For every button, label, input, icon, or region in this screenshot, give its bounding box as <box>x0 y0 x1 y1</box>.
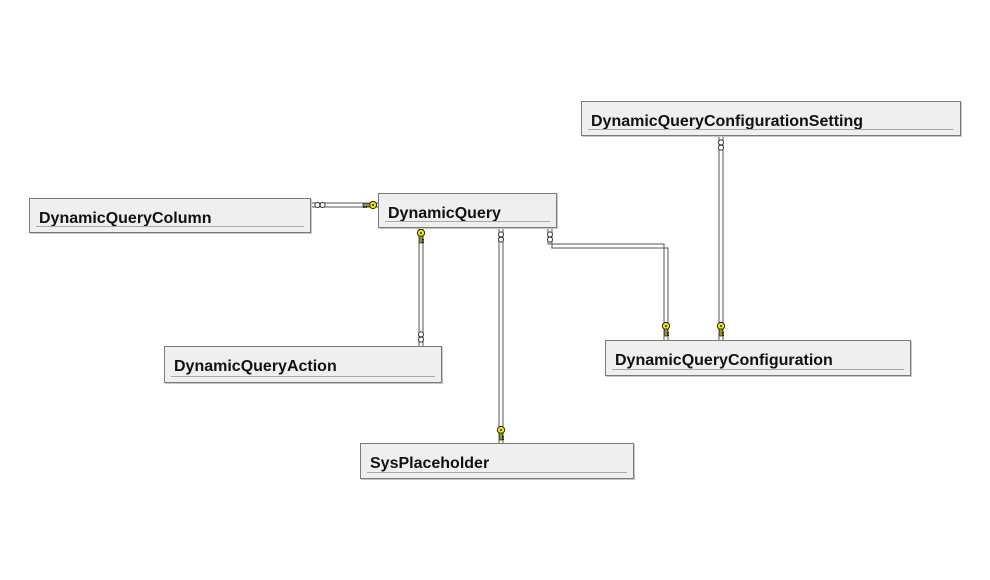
divider <box>171 376 435 377</box>
relationship-query-to-action[interactable] <box>416 228 426 346</box>
table-title: DynamicQueryConfigurationSetting <box>591 113 864 130</box>
divider <box>612 369 904 370</box>
table-title: DynamicQuery <box>388 205 501 222</box>
key-icon <box>661 321 671 337</box>
table-sys-placeholder[interactable]: SysPlaceholder <box>360 443 634 479</box>
table-title: DynamicQueryAction <box>174 358 337 375</box>
key-icon <box>716 321 726 337</box>
table-dynamic-query-configuration[interactable]: DynamicQueryConfiguration <box>605 340 911 376</box>
relationship-setting-to-configuration[interactable] <box>716 136 726 340</box>
table-dynamic-query[interactable]: DynamicQuery <box>378 193 557 228</box>
table-dynamic-query-column[interactable]: DynamicQueryColumn <box>29 198 311 233</box>
key-icon <box>362 200 378 210</box>
table-title: DynamicQueryConfiguration <box>615 352 833 369</box>
table-title: SysPlaceholder <box>370 455 490 472</box>
relationship-query-to-configuration[interactable] <box>547 228 671 340</box>
divider <box>588 129 954 130</box>
table-dynamic-query-action[interactable]: DynamicQueryAction <box>164 346 442 383</box>
key-icon <box>416 228 426 244</box>
table-title: DynamicQueryColumn <box>39 210 212 227</box>
table-dynamic-query-configuration-setting[interactable]: DynamicQueryConfigurationSetting <box>581 101 961 136</box>
relationship-column-to-query[interactable] <box>311 200 378 210</box>
divider <box>367 472 627 473</box>
divider <box>36 226 304 227</box>
relationship-query-to-placeholder[interactable] <box>496 228 506 443</box>
divider <box>385 221 550 222</box>
key-icon <box>496 425 506 441</box>
